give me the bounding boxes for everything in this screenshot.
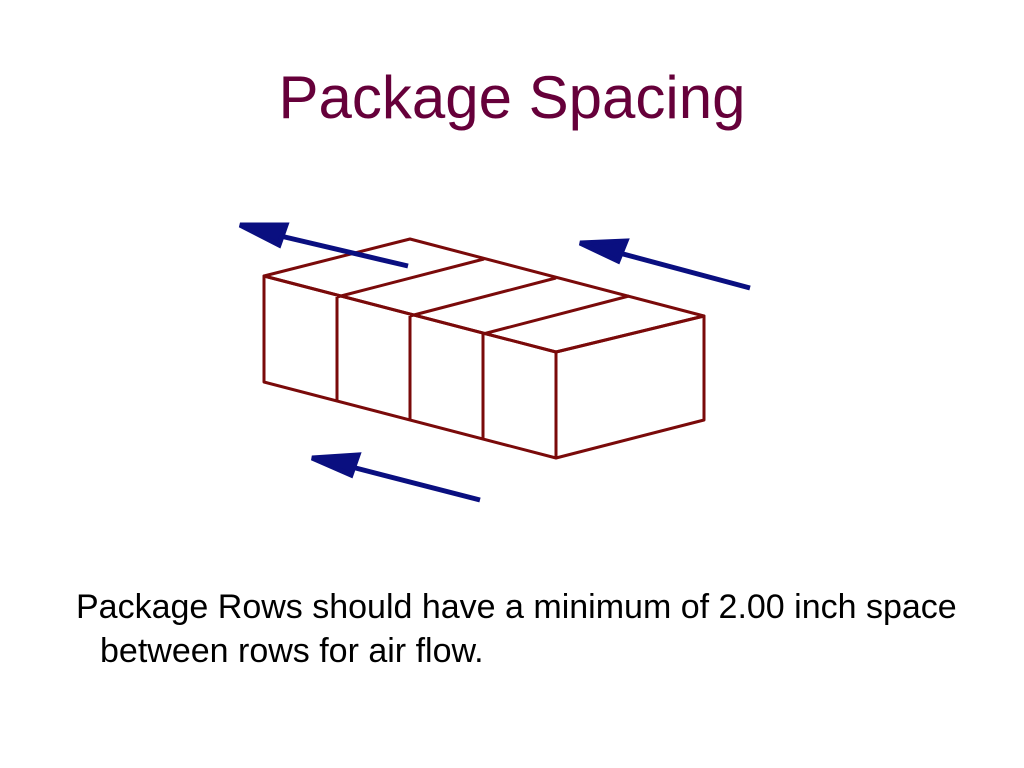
package-top-divider bbox=[482, 294, 630, 336]
airflow-arrow-icon bbox=[578, 238, 751, 291]
airflow-arrow-icon bbox=[238, 222, 409, 269]
package-row bbox=[262, 237, 706, 460]
package-top-divider bbox=[409, 276, 557, 318]
airflow-arrow-icon bbox=[311, 452, 481, 503]
airflow-arrows bbox=[238, 222, 751, 503]
body-text: Package Rows should have a minimum of 2.… bbox=[76, 588, 957, 670]
page-title: Package Spacing bbox=[278, 64, 746, 131]
package-end-face bbox=[554, 314, 706, 460]
package-top-divider bbox=[336, 257, 485, 299]
